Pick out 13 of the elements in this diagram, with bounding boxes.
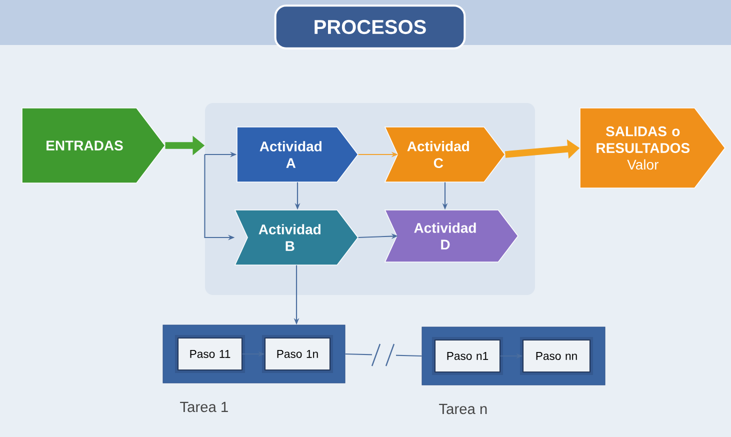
activity-box: Actividad C [384, 126, 506, 182]
entry-box: ENTRADAS [22, 108, 166, 184]
step-box: Paso 1n [262, 335, 333, 373]
step-box: Paso n1 [432, 337, 503, 375]
activity-box: Actividad B [234, 210, 358, 266]
title-banner: PROCESOS [274, 4, 466, 50]
connector [345, 353, 422, 357]
step-box: Paso nn [520, 337, 593, 375]
output-box: SALIDAS o RESULTADOS Valor [580, 108, 726, 188]
node-label: Tarea n [439, 404, 487, 414]
step-box: Paso 11 [175, 335, 245, 373]
node-label: Tarea 1 [180, 402, 228, 412]
activity-box: Actividad A [236, 126, 358, 182]
